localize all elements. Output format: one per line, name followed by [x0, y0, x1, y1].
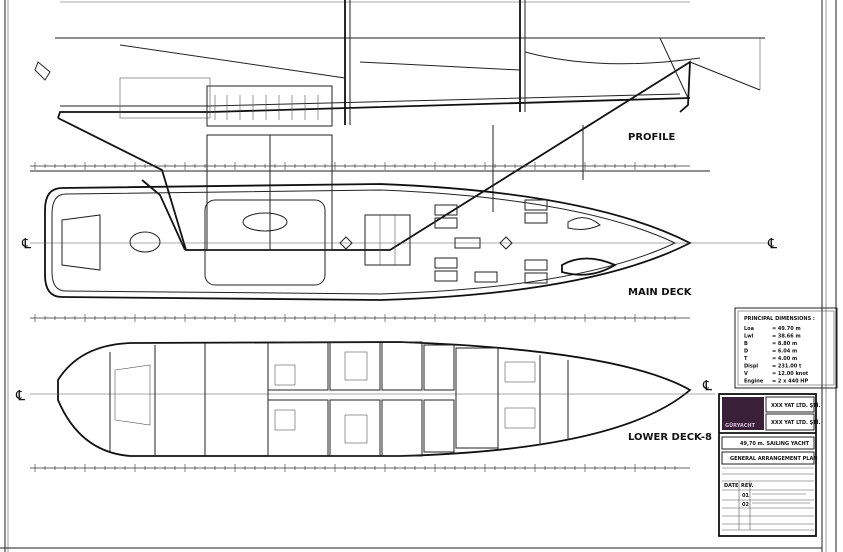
lower-deck-bulkheads	[109, 342, 569, 456]
lower-deck-label: LOWER DECK-8	[628, 432, 712, 443]
profile-rudder	[141, 179, 186, 251]
profile-hull	[57, 60, 691, 251]
profile-label: PROFILE	[628, 132, 675, 143]
dimension-value: = 2 x 440 HP	[772, 379, 808, 385]
dimension-value: = 6.04 m	[772, 349, 797, 355]
tender-large	[561, 257, 617, 276]
main-boom	[119, 44, 346, 79]
jib-stay	[524, 51, 701, 65]
cockpit-table	[129, 231, 161, 253]
dimension-value: = 49.70 m	[772, 326, 801, 332]
logo-text: GÜRYACHT	[725, 422, 756, 429]
main-deck-outline	[44, 183, 692, 301]
skylight	[454, 237, 481, 249]
vessel-title: 49,70 m. SAILING YACHT	[740, 441, 810, 447]
fore-mast-step	[499, 236, 513, 250]
dimension-key: T	[744, 356, 748, 362]
dimension-key: V	[744, 371, 748, 377]
profile-sheer-line	[57, 97, 691, 119]
rev-header: REV.	[741, 483, 753, 489]
centerline-symbol: ℄	[15, 388, 25, 404]
dimension-key: Lwl	[744, 334, 754, 340]
principal-dimensions-title: PRINCIPAL DIMENSIONS :	[744, 316, 815, 322]
fore-boom	[359, 61, 521, 71]
deck-hatch-grid	[364, 214, 411, 266]
dimension-key: Displ	[744, 364, 758, 370]
principal-dimensions-box: PRINCIPAL DIMENSIONS : Loa = 49.70 m Lwl = …	[734, 307, 838, 389]
profile-aft-canopy	[119, 77, 211, 119]
main-mast-step	[339, 236, 353, 250]
dimension-key: Engine	[744, 379, 764, 385]
tender-small	[567, 217, 601, 230]
lower-deck-outline	[57, 341, 692, 457]
revision-number: 01	[742, 493, 749, 499]
sun-loungers	[434, 199, 548, 284]
company-name-1: XXX YAT LTD. ŞTİ.	[771, 402, 821, 409]
forestay	[659, 37, 689, 99]
stern-flag	[34, 61, 51, 81]
dimension-value: = 8.80 m	[772, 341, 797, 347]
dimension-key: D	[744, 349, 748, 355]
dimension-key: B	[744, 341, 748, 347]
revision-number: 02	[742, 502, 749, 508]
main-deck-frame-ruler	[30, 314, 690, 322]
lower-deck-frame-ruler	[30, 464, 690, 472]
drawing-title: GENERAL ARRANGEMENT PLAN	[730, 456, 818, 462]
profile-bulwark	[60, 93, 681, 107]
dimension-value: = 38.66 m	[772, 334, 801, 340]
dining-table	[242, 212, 288, 232]
lower-deck-view: ℄ ℄ LOWER DECK-8	[15, 341, 715, 472]
profile-deckhouse	[206, 85, 333, 127]
deckhouse-saloon	[204, 199, 326, 286]
dimension-key: Loa	[744, 326, 754, 332]
main-deck-view: ℄ ℄ MAIN DECK	[21, 183, 777, 322]
profile-view: PROFILE	[30, 0, 765, 251]
guest-cabins	[267, 341, 499, 457]
main-deck-label: MAIN DECK	[628, 287, 693, 298]
centerline-symbol: ℄	[702, 378, 712, 394]
company-name-2: XXX YAT LTD. ŞTİ.	[771, 419, 821, 426]
bowsprit	[689, 61, 761, 91]
date-header: DATE	[724, 483, 739, 489]
centerline-symbol: ℄	[21, 236, 31, 252]
profile-frame-ruler	[30, 162, 690, 170]
company-logo	[722, 397, 764, 430]
berths	[114, 351, 536, 444]
centerline-symbol: ℄	[767, 236, 777, 252]
dimension-value: = 231.00 t	[772, 364, 802, 370]
aft-deck-seating	[61, 214, 101, 271]
title-block: GÜRYACHT XXX YAT LTD. ŞTİ. XXX YAT LTD. …	[718, 393, 821, 537]
dimension-value: = 4.00 m	[772, 356, 797, 362]
dimension-value: = 12.00 knot	[772, 371, 809, 377]
